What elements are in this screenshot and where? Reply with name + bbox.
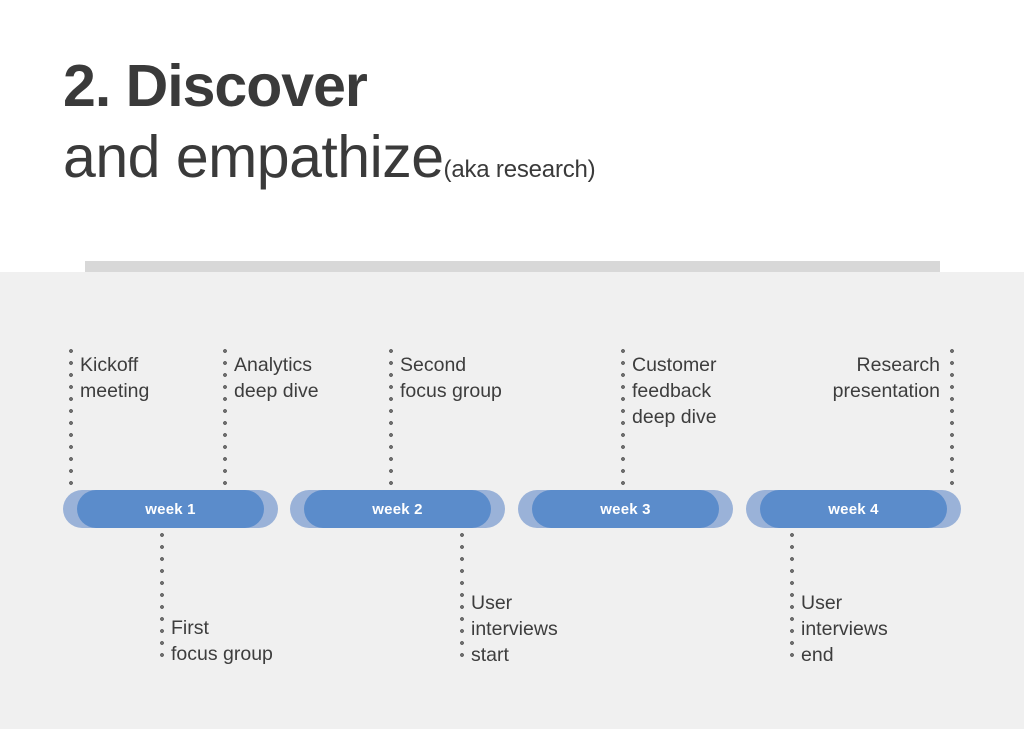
header-section: 2. Discover and empathize(aka research) xyxy=(0,0,1024,272)
milestone-above-2-line-2: deep dive xyxy=(234,380,319,402)
week-pill-1[interactable]: week 1 xyxy=(63,490,278,528)
milestone-below-2-line-2: interviews xyxy=(471,618,558,640)
milestone-above-3: Second focus group xyxy=(400,352,502,404)
week-pill-2[interactable]: week 2 xyxy=(290,490,505,528)
milestone-connector-above-5 xyxy=(950,349,954,488)
milestone-above-5-line-2: presentation xyxy=(832,380,940,402)
week-pill-2-core: week 2 xyxy=(304,490,491,528)
week-pill-3[interactable]: week 3 xyxy=(518,490,733,528)
milestone-connector-below-3 xyxy=(790,533,794,665)
page-title-line-2-text: and empathize xyxy=(63,124,444,190)
milestone-above-5: Research presentation xyxy=(640,352,940,404)
page-title-line-1: 2. Discover xyxy=(63,53,368,119)
milestone-below-3-line-3: end xyxy=(801,644,834,666)
milestone-connector-below-1 xyxy=(160,533,164,665)
milestone-below-3-line-2: interviews xyxy=(801,618,888,640)
milestone-above-3-line-2: focus group xyxy=(400,380,502,402)
milestone-connector-below-2 xyxy=(460,533,464,665)
milestone-above-1-line-1: Kickoff xyxy=(80,354,139,376)
milestone-above-4-line-3: deep dive xyxy=(632,406,717,428)
milestone-above-5-line-1: Research xyxy=(856,354,940,376)
week-pill-1-core: week 1 xyxy=(77,490,264,528)
milestone-below-1-line-2: focus group xyxy=(171,643,273,665)
week-pill-4[interactable]: week 4 xyxy=(746,490,961,528)
milestone-above-2: Analytics deep dive xyxy=(234,352,319,404)
page-title: 2. Discover and empathize(aka research) xyxy=(63,53,596,187)
milestone-connector-above-3 xyxy=(389,349,393,488)
milestone-below-2: User interviews start xyxy=(471,590,558,668)
page-title-line-2: and empathize(aka research) xyxy=(63,128,596,187)
week-pill-4-core: week 4 xyxy=(760,490,947,528)
week-pill-4-label: week 4 xyxy=(828,500,879,518)
week-pill-row: week 1 week 2 week 3 week 4 xyxy=(0,490,1024,530)
week-pill-3-label: week 3 xyxy=(600,500,651,518)
milestone-above-1: Kickoff meeting xyxy=(80,352,149,404)
milestone-connector-above-2 xyxy=(223,349,227,488)
week-pill-3-core: week 3 xyxy=(532,490,719,528)
milestone-connector-above-4 xyxy=(621,349,625,488)
week-pill-2-label: week 2 xyxy=(372,500,423,518)
milestone-connector-above-1 xyxy=(69,349,73,488)
milestone-above-3-line-1: Second xyxy=(400,354,467,376)
milestone-above-4-line-2: feedback xyxy=(632,380,712,402)
milestone-above-1-line-2: meeting xyxy=(80,380,150,402)
milestone-below-2-line-3: start xyxy=(471,644,509,666)
milestone-below-1: First focus group xyxy=(171,615,273,667)
page-title-suffix: (aka research) xyxy=(443,156,596,183)
milestone-above-2-line-1: Analytics xyxy=(234,354,313,376)
milestone-above-4-line-1: Customer xyxy=(632,354,717,376)
milestone-below-3: User interviews end xyxy=(801,590,888,668)
milestone-above-4: Customer feedback deep dive xyxy=(632,352,717,430)
week-pill-1-label: week 1 xyxy=(145,500,196,518)
milestone-below-1-line-1: First xyxy=(171,617,209,639)
milestone-below-3-line-1: User xyxy=(801,592,843,614)
accent-divider-bar xyxy=(85,261,940,272)
milestone-below-2-line-1: User xyxy=(471,592,513,614)
